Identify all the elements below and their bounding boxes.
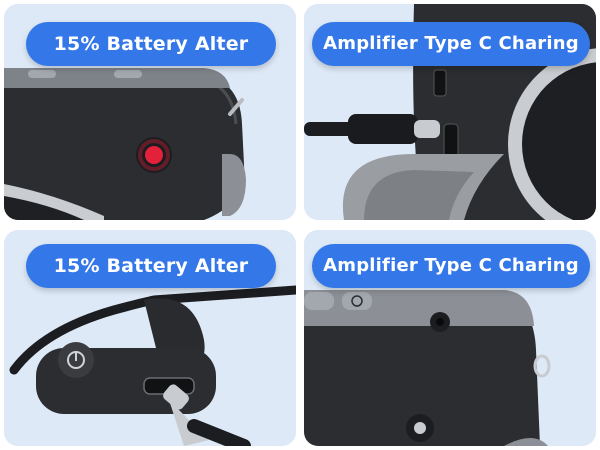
panel-battery-alert-headset: 15% Battery Alter	[4, 230, 296, 446]
panel-battery-alert-amplifier: 15% Battery Alter	[4, 4, 296, 220]
caption-pill: Amplifier Type C Charing	[312, 22, 590, 66]
caption-pill: 15% Battery Alter	[26, 22, 276, 66]
caption-pill: Amplifier Type C Charing	[312, 244, 590, 288]
caption-pill: 15% Battery Alter	[26, 244, 276, 288]
panel-amplifier-charging-2: Amplifier Type C Charing	[304, 230, 596, 446]
panel-amplifier-charging: Amplifier Type C Charing	[304, 4, 596, 220]
